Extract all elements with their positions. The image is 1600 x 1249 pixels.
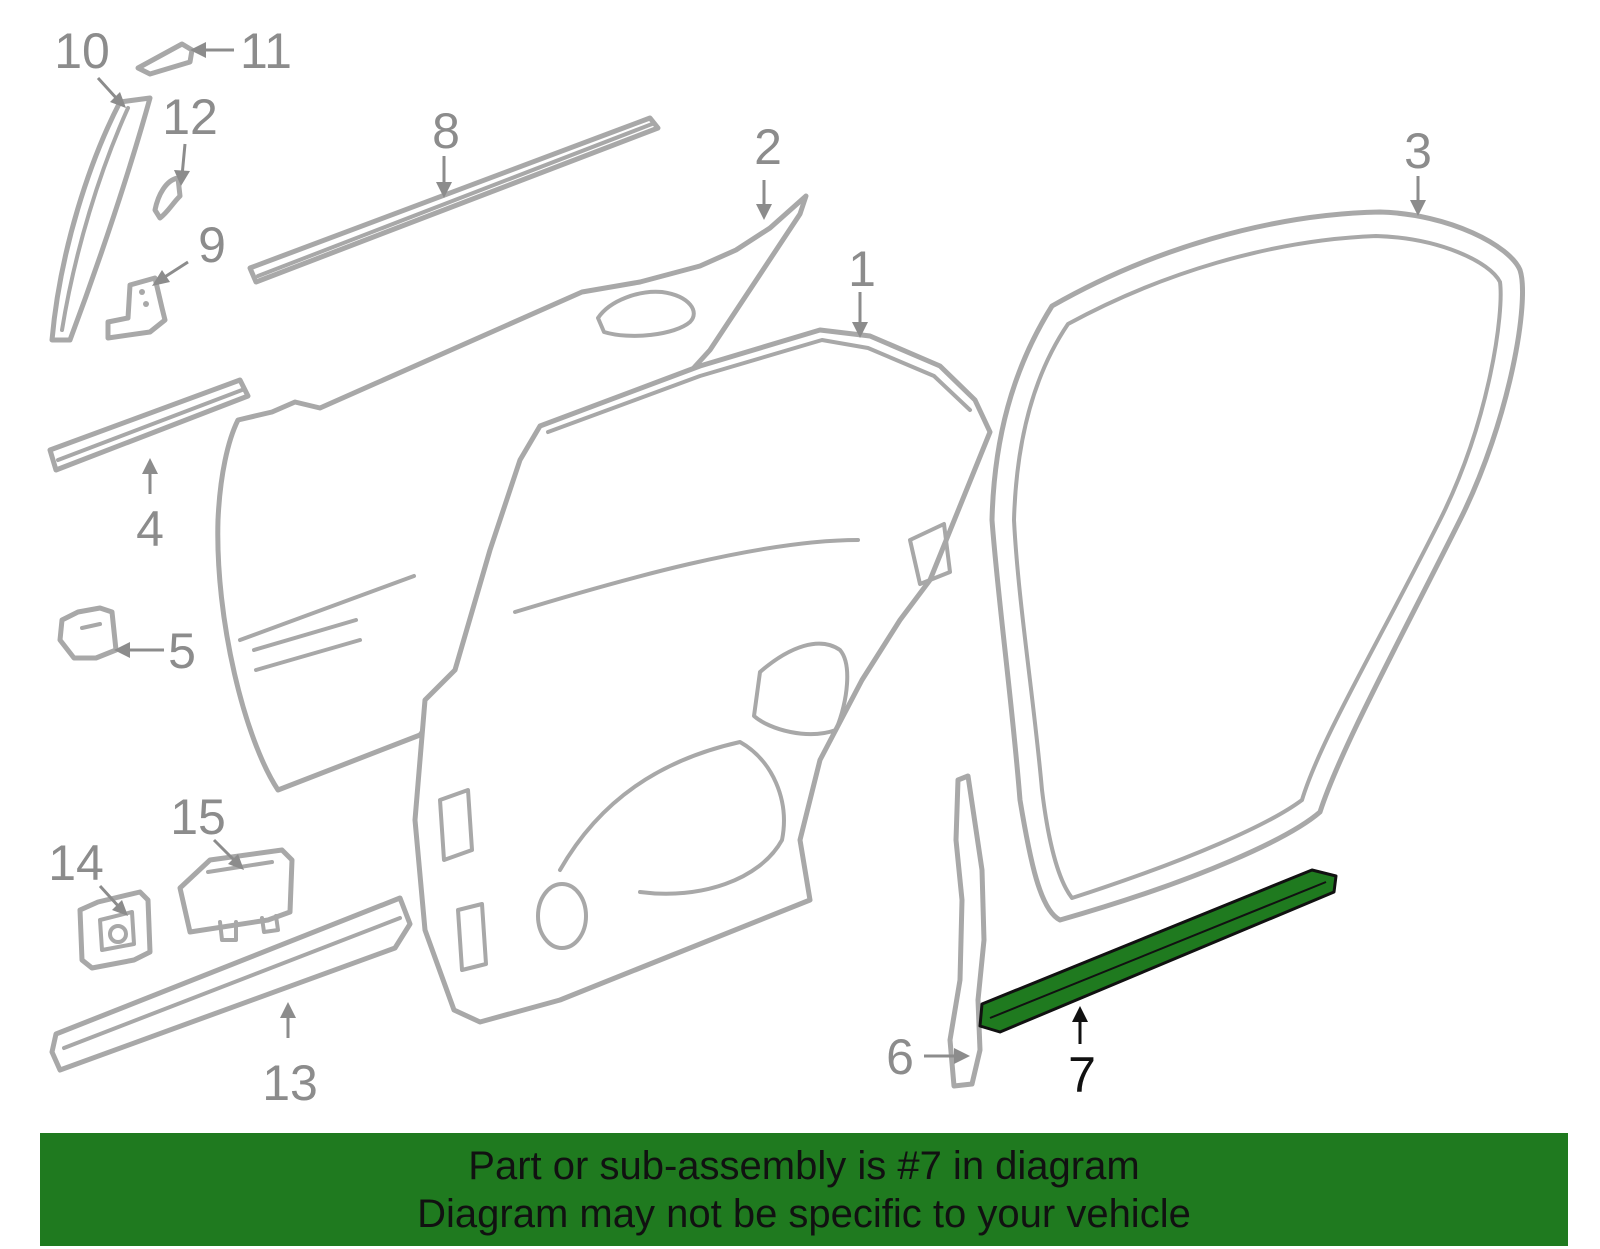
part-3-weatherstrip[interactable] [989,209,1525,923]
part-15-clip[interactable] [177,847,295,942]
part-9-bracket[interactable] [105,275,168,341]
part-7-highlighted-seal[interactable] [978,868,1338,1034]
banner-line-part-info: Part or sub-assembly is #7 in diagram [468,1143,1140,1188]
part-4-moulding[interactable] [47,377,251,473]
leader-lines [96,42,1426,1064]
part-1-door-shell[interactable] [412,327,993,1025]
callout-6: 6 [886,1029,914,1085]
part-12-clip[interactable] [152,175,183,221]
callout-7: 7 [1068,1047,1096,1103]
part-6-seal[interactable] [947,773,987,1089]
part-13-lower-moulding[interactable] [49,895,413,1073]
callout-15: 15 [170,789,226,845]
callout-14: 14 [48,835,104,891]
banner-line-disclaimer: Diagram may not be specific to your vehi… [417,1191,1191,1236]
part-11-cap[interactable] [135,41,195,77]
part-5-clip[interactable] [57,605,119,661]
callout-8: 8 [432,103,460,159]
callout-12: 12 [162,89,218,145]
part-10-frame-moulding[interactable] [49,95,153,343]
callout-10: 10 [54,23,110,79]
info-banner: Part or sub-assembly is #7 in diagram Di… [40,1133,1568,1246]
callout-1: 1 [848,241,876,297]
callout-13: 13 [262,1055,318,1111]
callout-9: 9 [198,217,226,273]
callout-11: 11 [240,23,292,79]
callout-5: 5 [168,623,196,679]
callout-2: 2 [754,119,782,175]
callout-3: 3 [1404,123,1432,179]
part-8-belt-moulding[interactable] [247,115,661,285]
callout-4: 4 [136,501,164,557]
callout-labels: 1 2 3 4 5 6 7 8 9 10 11 12 13 14 15 [48,23,1432,1111]
